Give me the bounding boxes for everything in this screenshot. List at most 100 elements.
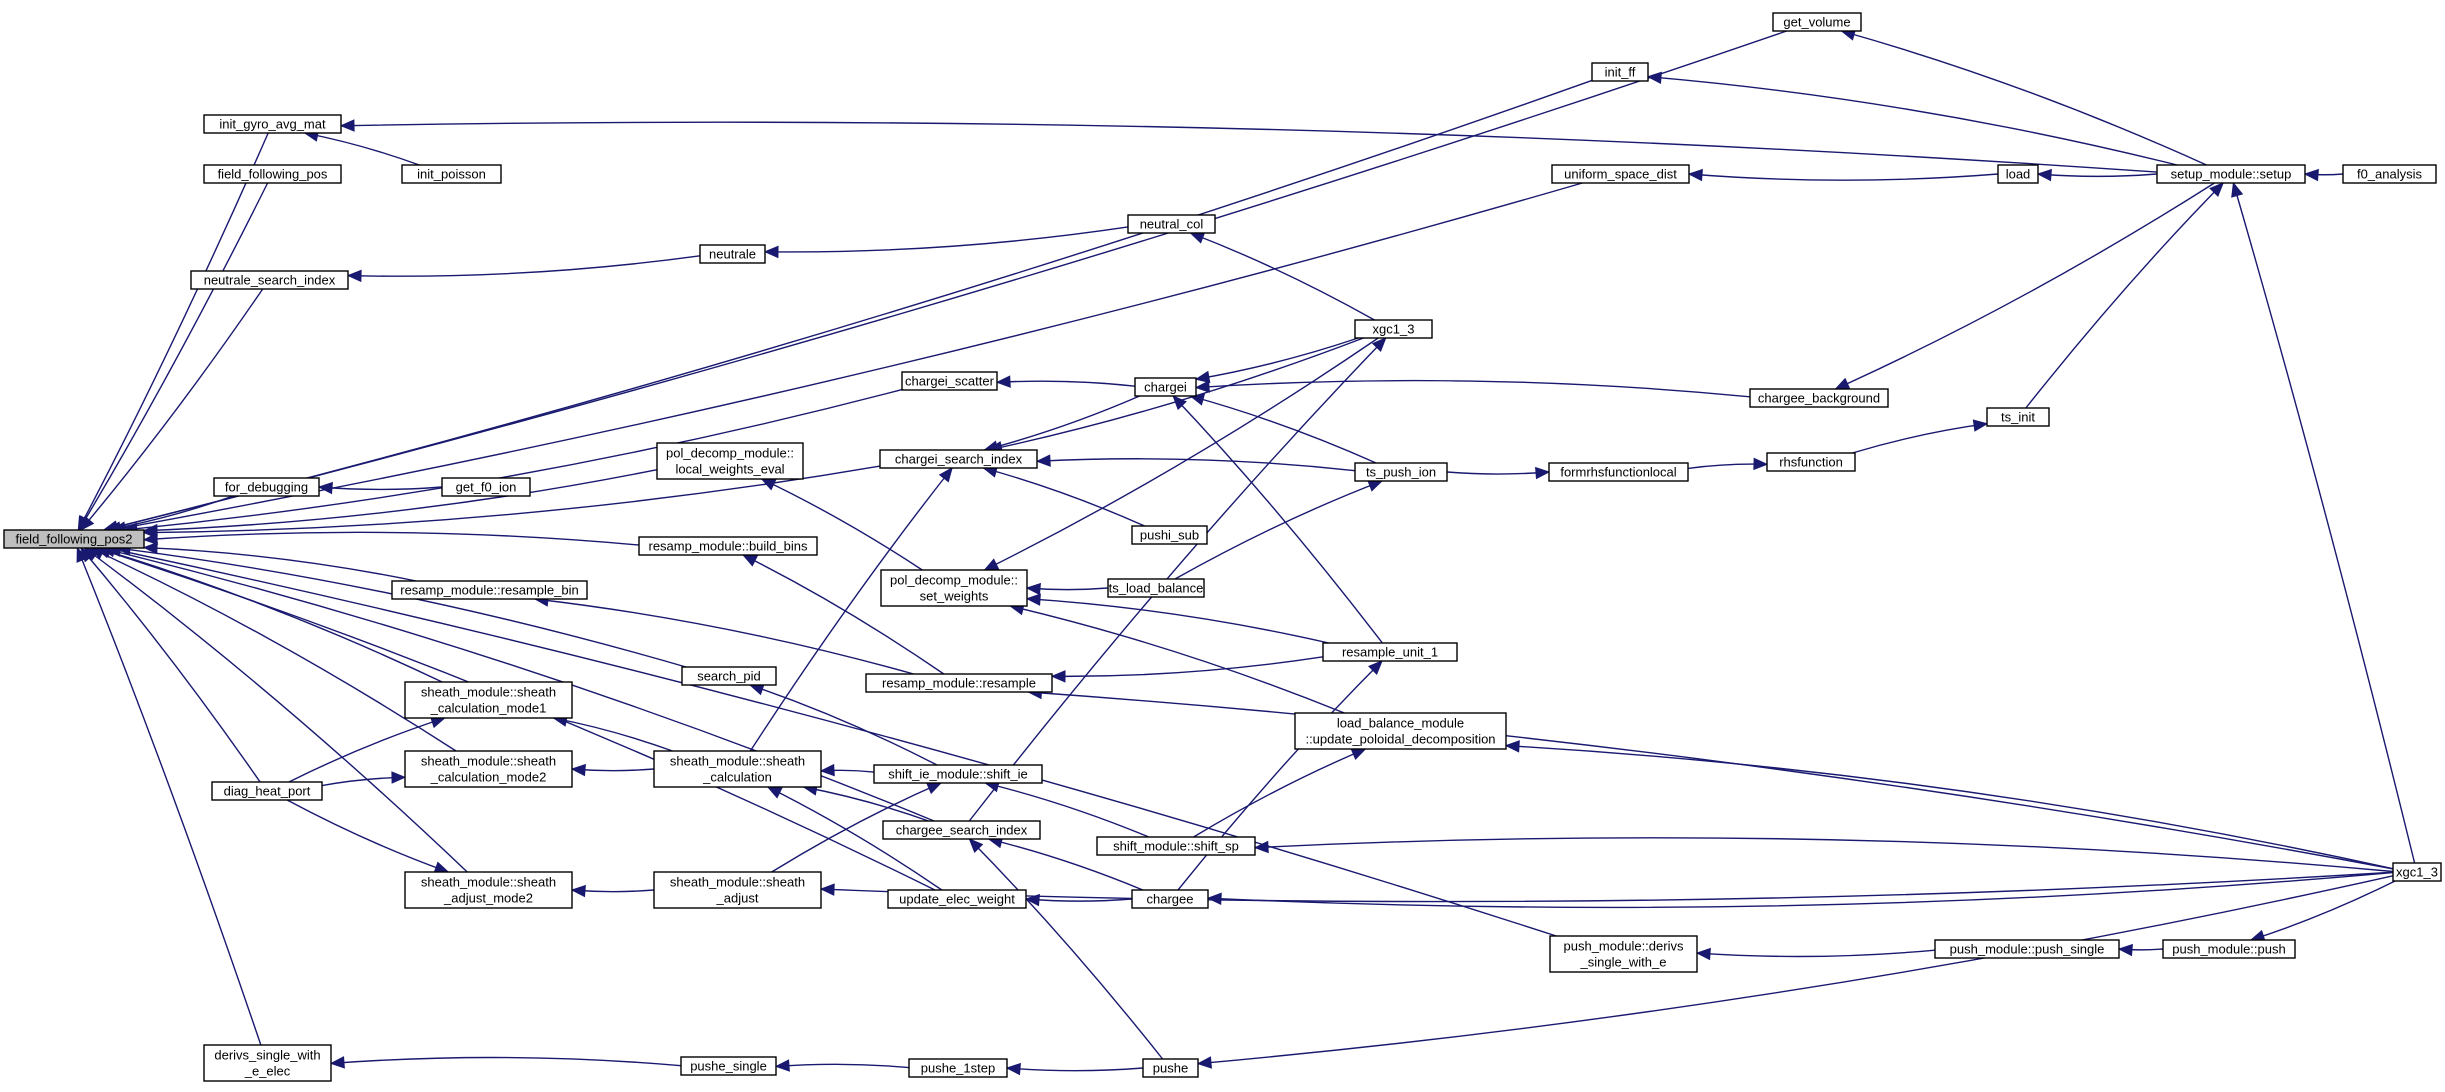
node-box[interactable] xyxy=(1354,319,1433,339)
node-push-derivs[interactable]: push_module::derivs_single_with_e xyxy=(1549,935,1698,973)
node-box[interactable] xyxy=(638,536,818,556)
node-box[interactable] xyxy=(1354,462,1448,482)
node-box[interactable] xyxy=(653,871,822,909)
node-load[interactable]: load xyxy=(1997,164,2039,184)
node-build-bins[interactable]: resamp_module::build_bins xyxy=(638,536,818,556)
node-ts-push-ion[interactable]: ts_push_ion xyxy=(1354,462,1448,482)
node-formrhs[interactable]: formrhsfunctionlocal xyxy=(1548,462,1689,482)
node-box[interactable] xyxy=(1997,164,2039,184)
node-box[interactable] xyxy=(1549,935,1698,973)
node-shift-sp[interactable]: shift_module::shift_sp xyxy=(1096,836,1256,856)
node-for-debugging[interactable]: for_debugging xyxy=(213,477,320,497)
node-pol-local[interactable]: pol_decomp_module::local_weights_eval xyxy=(656,442,804,480)
node-ts-load-balance[interactable]: ts_load_balance xyxy=(1107,578,1205,598)
node-update-elec-weight[interactable]: update_elec_weight xyxy=(887,889,1027,909)
node-neutrale[interactable]: neutrale xyxy=(699,244,766,264)
node-get-volume[interactable]: get_volume xyxy=(1772,12,1862,32)
node-box[interactable] xyxy=(1131,889,1209,909)
node-box[interactable] xyxy=(391,580,588,600)
node-box[interactable] xyxy=(203,1044,332,1082)
node-root[interactable]: field_following_pos2 xyxy=(3,529,145,549)
node-xgc1-3-a[interactable]: xgc1_3 xyxy=(1354,319,1433,339)
node-box[interactable] xyxy=(2162,939,2296,959)
node-box[interactable] xyxy=(1134,377,1197,397)
node-chargei-search-index[interactable]: chargei_search_index xyxy=(879,449,1038,469)
node-box[interactable] xyxy=(404,681,573,719)
node-box[interactable] xyxy=(190,270,349,290)
node-box[interactable] xyxy=(879,449,1038,469)
node-box[interactable] xyxy=(1591,62,1649,82)
node-box[interactable] xyxy=(1107,578,1205,598)
node-chargee-background[interactable]: chargee_background xyxy=(1749,388,1889,408)
node-box[interactable] xyxy=(901,371,998,391)
node-box[interactable] xyxy=(2342,164,2437,184)
node-field-following-pos[interactable]: field_following_pos xyxy=(203,164,342,184)
node-box[interactable] xyxy=(1127,214,1216,234)
node-box[interactable] xyxy=(908,1058,1008,1078)
node-pushi-sub[interactable]: pushi_sub xyxy=(1131,525,1208,545)
node-box[interactable] xyxy=(404,871,573,909)
node-shift-ie[interactable]: shift_ie_module::shift_ie xyxy=(873,764,1043,784)
node-uniform-space-dist[interactable]: uniform_space_dist xyxy=(1551,164,1690,184)
node-init-poisson[interactable]: init_poisson xyxy=(401,164,502,184)
node-init-gyro-avg-mat[interactable]: init_gyro_avg_mat xyxy=(203,114,342,134)
node-resample-bin[interactable]: resamp_module::resample_bin xyxy=(391,580,588,600)
node-rhsfunction[interactable]: rhsfunction xyxy=(1766,452,1856,472)
node-box[interactable] xyxy=(1749,388,1889,408)
node-box[interactable] xyxy=(1986,407,2050,427)
node-box[interactable] xyxy=(1934,939,2120,959)
node-box[interactable] xyxy=(1772,12,1862,32)
node-pushe-1step[interactable]: pushe_1step xyxy=(908,1058,1008,1078)
node-push-single[interactable]: push_module::push_single xyxy=(1934,939,2120,959)
node-box[interactable] xyxy=(680,1056,777,1076)
node-diag-heat-port[interactable]: diag_heat_port xyxy=(211,781,323,801)
node-box[interactable] xyxy=(1294,712,1507,750)
node-box[interactable] xyxy=(880,569,1028,607)
node-box[interactable] xyxy=(404,750,573,788)
node-box[interactable] xyxy=(1548,462,1689,482)
node-pushe-single[interactable]: pushe_single xyxy=(680,1056,777,1076)
node-box[interactable] xyxy=(3,529,145,549)
node-get-f0-ion[interactable]: get_f0_ion xyxy=(441,477,531,497)
node-lb-update[interactable]: load_balance_module::update_poloidal_dec… xyxy=(1294,712,1507,750)
node-box[interactable] xyxy=(681,666,777,686)
node-neutral-col[interactable]: neutral_col xyxy=(1127,214,1216,234)
node-ts-init[interactable]: ts_init xyxy=(1986,407,2050,427)
node-push[interactable]: push_module::push xyxy=(2162,939,2296,959)
node-box[interactable] xyxy=(441,477,531,497)
node-search-pid[interactable]: search_pid xyxy=(681,666,777,686)
node-box[interactable] xyxy=(1322,642,1458,662)
node-box[interactable] xyxy=(873,764,1043,784)
node-sheath-mode1[interactable]: sheath_module::sheath_calculation_mode1 xyxy=(404,681,573,719)
node-neutrale-search-index[interactable]: neutrale_search_index xyxy=(190,270,349,290)
node-box[interactable] xyxy=(211,781,323,801)
node-box[interactable] xyxy=(2392,862,2442,882)
node-resample-unit-1[interactable]: resample_unit_1 xyxy=(1322,642,1458,662)
node-init-ff[interactable]: init_ff xyxy=(1591,62,1649,82)
node-box[interactable] xyxy=(699,244,766,264)
node-sheath-calc[interactable]: sheath_module::sheath_calculation xyxy=(653,750,822,788)
node-box[interactable] xyxy=(203,164,342,184)
node-f0-analysis[interactable]: f0_analysis xyxy=(2342,164,2437,184)
node-chargei-scatter[interactable]: chargei_scatter xyxy=(901,371,998,391)
node-chargee-search-index[interactable]: chargee_search_index xyxy=(882,820,1041,840)
node-box[interactable] xyxy=(887,889,1027,909)
node-box[interactable] xyxy=(203,114,342,134)
node-box[interactable] xyxy=(401,164,502,184)
node-box[interactable] xyxy=(2156,164,2306,184)
node-pol-set[interactable]: pol_decomp_module::set_weights xyxy=(880,569,1028,607)
node-xgc1-3-b[interactable]: xgc1_3 xyxy=(2392,862,2442,882)
node-derivs-single[interactable]: derivs_single_with_e_elec xyxy=(203,1044,332,1082)
node-pushe[interactable]: pushe xyxy=(1142,1058,1199,1078)
node-chargei[interactable]: chargei xyxy=(1134,377,1197,397)
node-box[interactable] xyxy=(1131,525,1208,545)
node-setup[interactable]: setup_module::setup xyxy=(2156,164,2306,184)
node-box[interactable] xyxy=(1551,164,1690,184)
node-sheath-mode2[interactable]: sheath_module::sheath_calculation_mode2 xyxy=(404,750,573,788)
node-resample[interactable]: resamp_module::resample xyxy=(865,673,1053,693)
node-box[interactable] xyxy=(1142,1058,1199,1078)
node-box[interactable] xyxy=(213,477,320,497)
node-box[interactable] xyxy=(1096,836,1256,856)
node-sheath-adjust-mode2[interactable]: sheath_module::sheath_adjust_mode2 xyxy=(404,871,573,909)
node-box[interactable] xyxy=(865,673,1053,693)
